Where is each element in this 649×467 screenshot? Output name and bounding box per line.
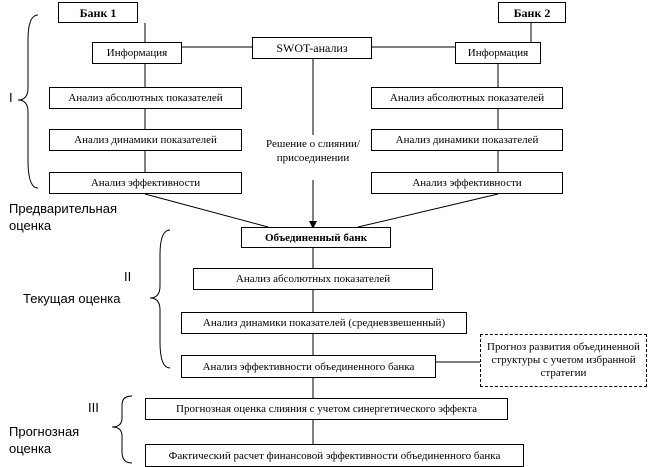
swot-box: SWOT-анализ bbox=[252, 37, 372, 59]
right-dynamics-analysis-box: Анализ динамики показателей bbox=[371, 129, 563, 151]
forecast-note-label: Прогноз развития объединенной структуры … bbox=[487, 341, 640, 379]
current-dynamics-analysis-label: Анализ динамики показателей (средневзвеш… bbox=[202, 317, 446, 329]
info-right-box: Информация bbox=[455, 42, 541, 64]
info-left-label: Информация bbox=[106, 47, 168, 59]
left-dynamics-analysis-label: Анализ динамики показателей bbox=[74, 134, 217, 146]
left-dynamics-analysis-box: Анализ динамики показателей bbox=[49, 129, 242, 151]
swot-label: SWOT-анализ bbox=[276, 41, 348, 55]
right-absolute-analysis-label: Анализ абсолютных показателей bbox=[389, 92, 545, 104]
stage1-label: Предварительная оценка bbox=[9, 201, 117, 233]
actual-efficiency-calculation-box: Фактический расчет финансовой эффективно… bbox=[145, 444, 524, 467]
merger-decision-text: Решение о слиянии/ присоединении bbox=[263, 137, 363, 165]
current-dynamics-analysis-box: Анализ динамики показателей (средневзвеш… bbox=[181, 312, 467, 334]
stage3-numeral: III bbox=[88, 400, 99, 415]
forecast-note-box: Прогноз развития объединенной структуры … bbox=[480, 334, 647, 387]
stage1-numeral: I bbox=[9, 90, 13, 105]
stage2-label: Текущая оценка bbox=[23, 291, 121, 306]
right-dynamics-analysis-label: Анализ динамики показателей bbox=[395, 134, 539, 146]
right-efficiency-analysis-box: Анализ эффективности bbox=[371, 172, 563, 194]
merged-efficiency-analysis-label: Анализ эффективности объединенного банка bbox=[202, 360, 415, 373]
current-absolute-analysis-box: Анализ абсолютных показателей bbox=[193, 268, 433, 290]
bank1-label: Банк 1 bbox=[79, 5, 117, 20]
bank2-label: Банк 2 bbox=[513, 5, 551, 20]
bank2-box: Банк 2 bbox=[498, 2, 566, 23]
current-absolute-analysis-label: Анализ абсолютных показателей bbox=[235, 273, 391, 285]
info-left-box: Информация bbox=[92, 42, 182, 64]
right-absolute-analysis-box: Анализ абсолютных показателей bbox=[371, 87, 563, 109]
stage2-numeral: II bbox=[124, 269, 132, 284]
merged-efficiency-analysis-box: Анализ эффективности объединенного банка bbox=[181, 355, 436, 378]
merged-bank-box: Объединенный банк bbox=[241, 227, 391, 248]
stage3-label: Прогнозная оценка bbox=[9, 424, 80, 456]
synergy-forecast-box: Прогнозная оценка слияния с учетом синер… bbox=[145, 398, 508, 420]
left-absolute-analysis-label: Анализ абсолютных показателей bbox=[68, 92, 223, 104]
bank1-box: Банк 1 bbox=[58, 2, 138, 23]
info-right-label: Информация bbox=[467, 47, 529, 59]
synergy-forecast-label: Прогнозная оценка слияния с учетом синер… bbox=[176, 403, 477, 415]
right-efficiency-analysis-label: Анализ эффективности bbox=[412, 177, 522, 189]
merged-bank-label: Объединенный банк bbox=[264, 231, 368, 244]
left-efficiency-analysis-box: Анализ эффективности bbox=[49, 172, 242, 194]
actual-efficiency-calculation-label: Фактический расчет финансовой эффективно… bbox=[168, 449, 501, 462]
left-efficiency-analysis-label: Анализ эффективности bbox=[90, 177, 201, 189]
left-absolute-analysis-box: Анализ абсолютных показателей bbox=[49, 87, 242, 109]
